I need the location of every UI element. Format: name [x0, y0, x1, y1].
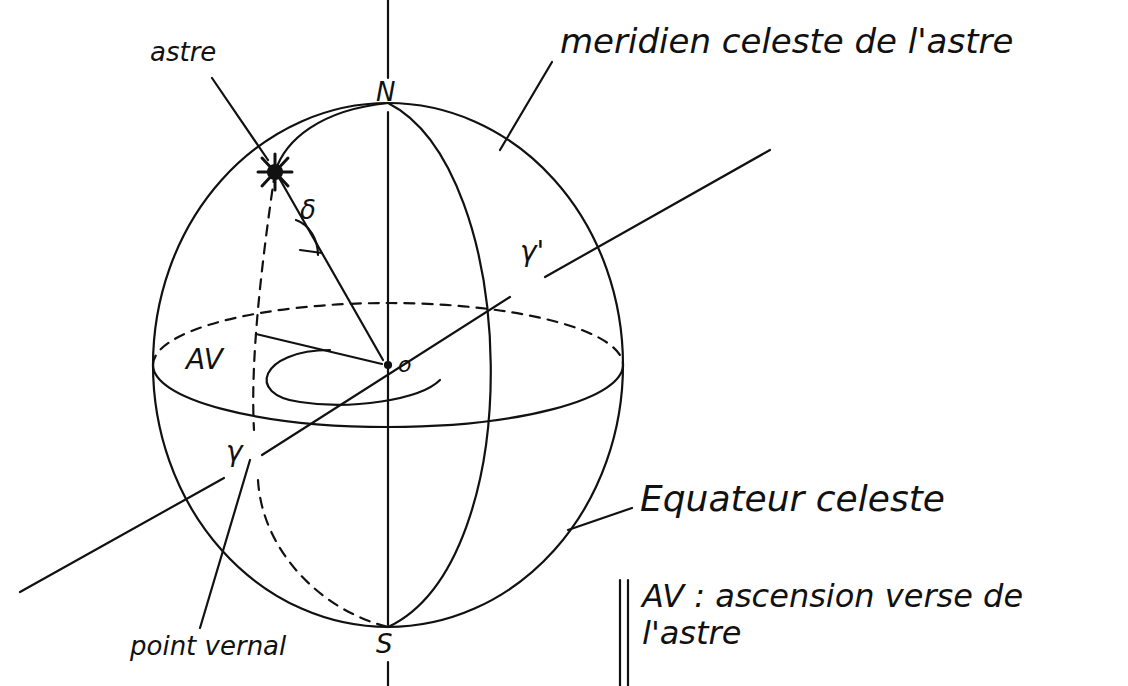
point-label: γ — [226, 436, 243, 468]
legend-note: AV : ascension verse de l'astre — [642, 578, 1082, 652]
star-label: astre — [150, 38, 216, 68]
center-label: o — [398, 352, 411, 377]
angle-label: AV — [186, 344, 223, 376]
vernal-label: point vernal — [130, 632, 286, 662]
pole-label: N — [376, 78, 395, 108]
meridian-label: meridien celeste de l'astre — [560, 22, 1013, 61]
pole-label: S — [376, 630, 393, 660]
declination-label: δ — [300, 196, 316, 226]
point-label: γ' — [520, 236, 544, 268]
equator-label: Equateur celeste — [640, 478, 945, 519]
